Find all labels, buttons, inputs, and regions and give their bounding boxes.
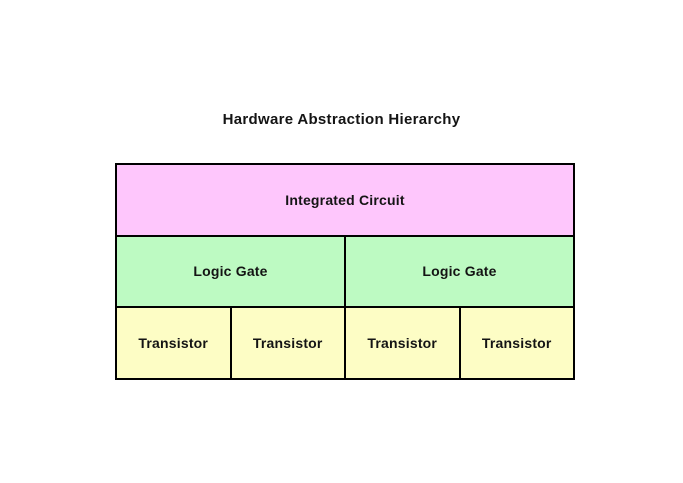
hierarchy-diagram: Integrated Circuit Logic Gate Logic Gate… — [115, 163, 575, 380]
transistor-cell: Transistor — [345, 307, 460, 379]
transistor-cell: Transistor — [459, 307, 574, 379]
logic-gate-cell: Logic Gate — [116, 235, 345, 308]
transistor-cell: Transistor — [230, 307, 345, 379]
transistor-cell: Transistor — [116, 307, 231, 379]
integrated-circuit-cell: Integrated Circuit — [116, 164, 574, 236]
logic-gate-cell: Logic Gate — [345, 235, 574, 308]
diagram-title: Hardware Abstraction Hierarchy — [222, 111, 461, 128]
